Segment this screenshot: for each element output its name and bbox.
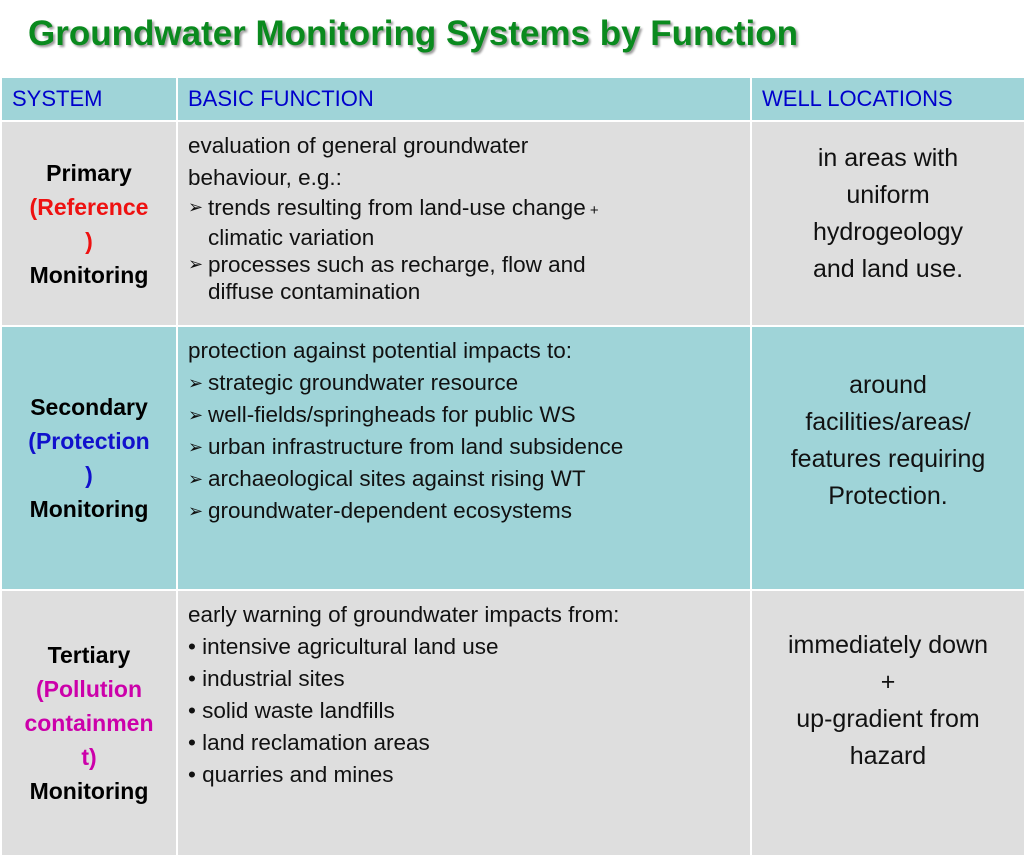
- system-type: (Pollution: [35, 676, 143, 702]
- list-item-text: processes such as recharge, flow and: [208, 252, 586, 277]
- locations-cell-tertiary: immediately down + up-gradient from haza…: [750, 589, 1024, 857]
- list-item-suffix: +: [585, 202, 599, 219]
- system-type-cont: containmen: [24, 710, 154, 736]
- system-monitoring-label: Monitoring: [29, 496, 149, 522]
- list-item: ➢groundwater-dependent ecosystems: [188, 495, 742, 527]
- location-line: hydrogeology: [812, 218, 964, 246]
- function-cell-primary: evaluation of general groundwater behavi…: [176, 120, 752, 327]
- table-row-secondary: Secondary (Protection ) Monitoring prote…: [0, 325, 1024, 591]
- table-row-tertiary: Tertiary (Pollution containmen t) Monito…: [0, 589, 1024, 857]
- locations-cell-primary: in areas with uniform hydrogeology and l…: [750, 120, 1024, 327]
- function-cell-tertiary: early warning of groundwater impacts fro…: [176, 589, 752, 857]
- header-basic-function: BASIC FUNCTION: [176, 76, 752, 122]
- arrowhead-bullet-icon: ➢: [188, 405, 204, 425]
- system-type: (Protection: [28, 428, 150, 454]
- list-item: ➢archaeological sites against rising WT: [188, 463, 742, 495]
- table-row-primary: Primary (Reference ) Monitoring evaluati…: [0, 120, 1024, 327]
- function-intro: protection against potential impacts to:: [188, 338, 572, 363]
- system-cell-tertiary: Tertiary (Pollution containmen t) Monito…: [0, 589, 178, 857]
- location-line: and land use.: [812, 255, 964, 283]
- arrowhead-bullet-icon: ➢: [188, 254, 204, 274]
- system-type-cont: ): [85, 227, 93, 254]
- list-item-text: urban infrastructure from land subsidenc…: [208, 434, 624, 459]
- list-item: ➢urban infrastructure from land subsiden…: [188, 431, 742, 463]
- list-item: • solid waste landfills: [188, 698, 395, 723]
- list-item-text-cont: diffuse contamination: [208, 279, 421, 304]
- function-cell-secondary: protection against potential impacts to:…: [176, 325, 752, 591]
- table-header-row: SYSTEM BASIC FUNCTION WELL LOCATIONS: [0, 76, 1024, 122]
- locations-cell-secondary: around facilities/areas/ features requir…: [750, 325, 1024, 591]
- system-type-cont: ): [85, 462, 93, 488]
- arrowhead-bullet-icon: ➢: [188, 197, 204, 217]
- system-name: Tertiary: [47, 642, 131, 668]
- list-item-text: well-fields/springheads for public WS: [208, 402, 576, 427]
- header-system: SYSTEM: [0, 76, 178, 122]
- location-line: uniform: [846, 181, 930, 209]
- system-type: (Reference: [29, 193, 149, 220]
- header-well-locations: WELL LOCATIONS: [750, 76, 1024, 122]
- system-name: Primary: [46, 159, 132, 186]
- location-line: features requiring: [790, 445, 986, 473]
- location-line: hazard: [849, 742, 927, 770]
- list-item: • industrial sites: [188, 666, 345, 691]
- list-item-text: strategic groundwater resource: [208, 370, 519, 395]
- function-intro-cont: behaviour, e.g.:: [188, 165, 342, 190]
- function-intro: evaluation of general groundwater: [188, 133, 529, 158]
- location-line: +: [880, 668, 896, 696]
- system-cell-secondary: Secondary (Protection ) Monitoring: [0, 325, 178, 591]
- system-monitoring-label: Monitoring: [29, 261, 149, 288]
- list-item-text: groundwater-dependent ecosystems: [208, 498, 572, 523]
- location-line: immediately down: [787, 631, 989, 659]
- list-item: ➢well-fields/springheads for public WS: [188, 399, 742, 431]
- monitoring-systems-table: SYSTEM BASIC FUNCTION WELL LOCATIONS Pri…: [0, 76, 1024, 857]
- page-title: Groundwater Monitoring Systems by Functi…: [28, 14, 799, 53]
- system-type-cont: t): [81, 744, 97, 770]
- list-item: • land reclamation areas: [188, 730, 430, 755]
- system-cell-primary: Primary (Reference ) Monitoring: [0, 120, 178, 327]
- arrowhead-bullet-icon: ➢: [188, 469, 204, 489]
- system-name: Secondary: [30, 394, 148, 420]
- arrowhead-bullet-icon: ➢: [188, 501, 204, 521]
- list-item-text-cont: climatic variation: [208, 225, 375, 250]
- list-item: ➢strategic groundwater resource: [188, 367, 742, 399]
- location-line: up-gradient from: [796, 705, 980, 733]
- location-line: facilities/areas/: [805, 408, 971, 436]
- system-monitoring-label: Monitoring: [29, 778, 149, 804]
- list-item-text: archaeological sites against rising WT: [208, 466, 586, 491]
- arrowhead-bullet-icon: ➢: [188, 373, 204, 393]
- function-intro: early warning of groundwater impacts fro…: [188, 602, 620, 627]
- list-item-text: trends resulting from land-use change: [208, 195, 586, 220]
- location-line: around: [849, 371, 927, 399]
- list-item: • intensive agricultural land use: [188, 634, 499, 659]
- list-item: ➢trends resulting from land-use change +…: [188, 194, 742, 251]
- location-line: in areas with: [817, 144, 959, 172]
- list-item: • quarries and mines: [188, 762, 394, 787]
- location-line: Protection.: [828, 482, 948, 510]
- arrowhead-bullet-icon: ➢: [188, 437, 204, 457]
